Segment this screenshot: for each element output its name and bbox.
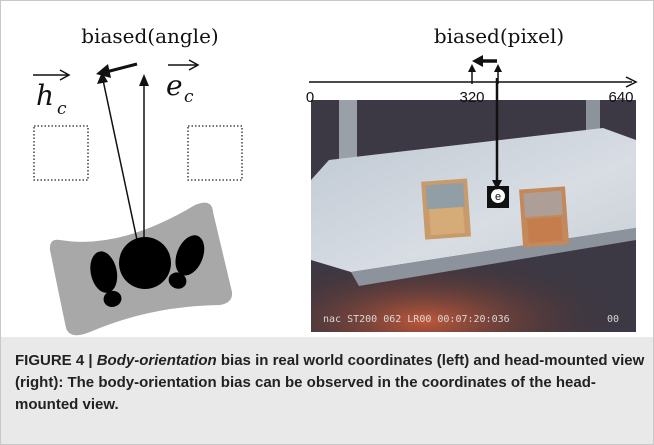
caption-rest: bias in real world coordinates (left) an… xyxy=(15,352,645,413)
figure-caption: FIGURE 4 | Body-orientation bias in real… xyxy=(15,350,645,416)
right-footprint-icon xyxy=(168,235,205,289)
left-title: biased(angle) xyxy=(81,24,218,48)
head-mounted-view-image: e nac ST200 062 LR00 00:07:20:036 00 xyxy=(311,100,636,332)
right-dotted-square xyxy=(187,125,243,181)
caption-italic: Body-orientation xyxy=(96,352,217,369)
eye-direction-arrow-icon xyxy=(139,74,149,254)
vector-h-subscript: c xyxy=(57,99,67,119)
right-card-image xyxy=(519,186,570,248)
left-footprint-icon xyxy=(90,251,122,307)
video-overlay-frame: 00 xyxy=(607,314,619,325)
caption-prefix: FIGURE 4 | xyxy=(15,352,97,369)
vector-e-subscript: c xyxy=(184,87,194,107)
caption-box xyxy=(1,337,653,444)
vector-h-arrow-icon xyxy=(33,69,71,81)
axis-tick-320: 320 xyxy=(459,89,484,106)
left-card-image xyxy=(421,178,472,240)
pixel-bias-arrow-icon xyxy=(472,55,497,67)
vector-e-label: e xyxy=(166,69,183,102)
right-title: biased(pixel) xyxy=(434,24,564,48)
marker-letter: e xyxy=(495,191,501,203)
head-mounted-scene: e nac ST200 062 LR00 00:07:20:036 00 xyxy=(311,100,636,332)
axis-tick-0: 0 xyxy=(306,89,314,106)
left-dotted-square xyxy=(33,125,89,181)
video-overlay-text: nac ST200 062 LR00 00:07:20:036 xyxy=(323,314,510,325)
axis-tick-640: 640 xyxy=(608,89,633,106)
bias-arrow-icon xyxy=(96,62,138,78)
vector-e-arrow-icon xyxy=(168,59,200,71)
vector-h-label: h xyxy=(36,79,54,112)
pixel-axis xyxy=(309,76,638,88)
head-direction-arrow-icon xyxy=(97,72,141,255)
head-circle xyxy=(119,237,171,289)
marker-projection-down-arrow-icon xyxy=(492,78,502,190)
center-up-arrow-icon xyxy=(468,64,476,84)
